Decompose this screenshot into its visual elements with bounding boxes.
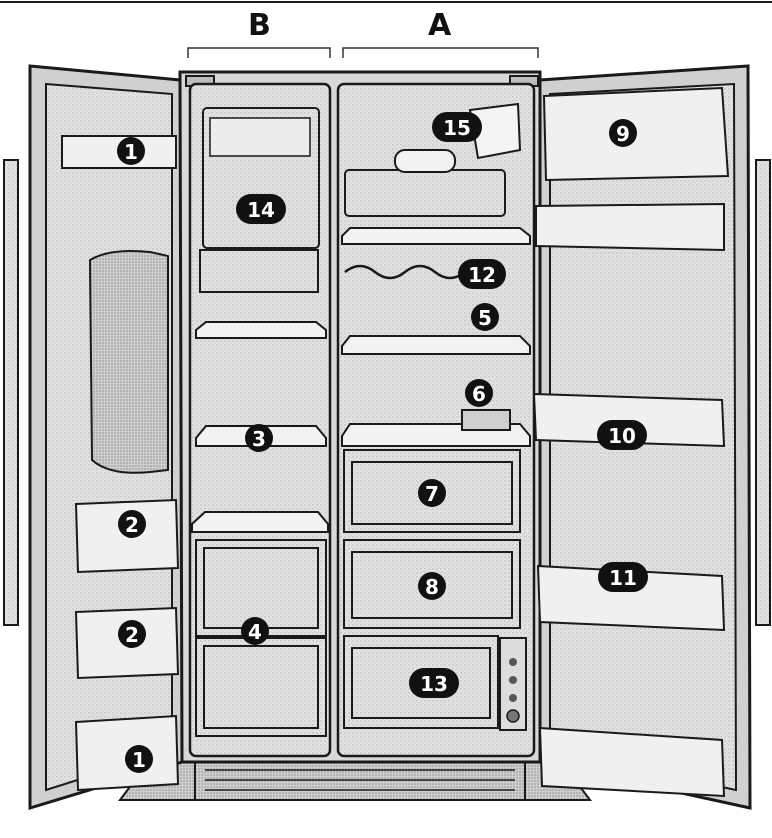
svg-text:8: 8 bbox=[425, 575, 439, 599]
header-b: B bbox=[248, 8, 271, 43]
egg-tray bbox=[462, 410, 510, 430]
svg-text:10: 10 bbox=[608, 424, 636, 448]
svg-text:13: 13 bbox=[420, 672, 448, 696]
badge-5: 5 bbox=[471, 303, 499, 331]
svg-text:6: 6 bbox=[472, 382, 486, 406]
svg-text:14: 14 bbox=[247, 198, 275, 222]
svg-text:5: 5 bbox=[478, 306, 492, 330]
badge-6: 6 bbox=[465, 379, 493, 407]
svg-text:12: 12 bbox=[468, 263, 496, 287]
badge-10: 10 bbox=[597, 420, 647, 450]
svg-text:9: 9 bbox=[616, 122, 630, 146]
badge-15: 15 bbox=[432, 112, 482, 142]
left-door bbox=[30, 66, 182, 808]
badge-7: 7 bbox=[418, 479, 446, 507]
badge-9: 9 bbox=[609, 119, 637, 147]
svg-text:1: 1 bbox=[132, 748, 146, 772]
badge-13: 13 bbox=[409, 668, 459, 698]
left-handle bbox=[4, 160, 18, 625]
badge-3: 3 bbox=[245, 424, 273, 452]
svg-text:2: 2 bbox=[125, 623, 139, 647]
svg-text:2: 2 bbox=[125, 513, 139, 537]
badge-1-top: 1 bbox=[117, 137, 145, 165]
badge-12: 12 bbox=[458, 259, 506, 289]
svg-text:7: 7 bbox=[425, 482, 439, 506]
svg-text:4: 4 bbox=[248, 620, 262, 644]
bracket-a bbox=[343, 48, 538, 58]
badge-14: 14 bbox=[236, 194, 286, 224]
badge-2-upper: 2 bbox=[118, 510, 146, 538]
svg-text:15: 15 bbox=[443, 116, 471, 140]
badge-2-lower: 2 bbox=[118, 620, 146, 648]
right-handle bbox=[756, 160, 770, 625]
drawer-control-panel bbox=[500, 638, 526, 730]
svg-text:1: 1 bbox=[124, 140, 138, 164]
badge-11: 11 bbox=[598, 562, 648, 592]
badge-1-bottom: 1 bbox=[125, 745, 153, 773]
badge-4: 4 bbox=[241, 617, 269, 645]
badge-8: 8 bbox=[418, 572, 446, 600]
svg-text:11: 11 bbox=[609, 566, 637, 590]
bracket-b bbox=[188, 48, 330, 58]
svg-text:3: 3 bbox=[252, 427, 266, 451]
header-a: A bbox=[428, 8, 451, 43]
